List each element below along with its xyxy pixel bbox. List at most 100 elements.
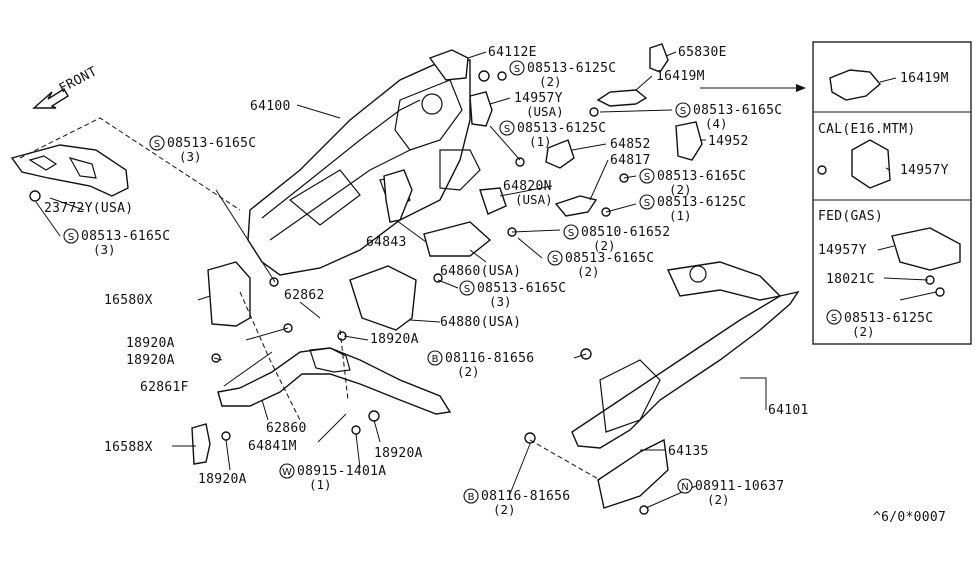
callout-prefix: S: [464, 284, 470, 295]
s-prefix-icon: [459, 280, 475, 296]
w-prefix-icon: [279, 463, 295, 479]
callout-part-number: 08915-1401A: [297, 464, 386, 479]
inset-part-18021C: 18021C: [826, 272, 875, 287]
callout-quantity: (1): [529, 134, 552, 149]
callout-part-number: 08513-6125C: [527, 61, 616, 76]
bracket-14952: [675, 121, 703, 161]
callout-part-number: 08513-6165C: [167, 136, 256, 151]
bracket-64820N: [479, 187, 507, 215]
callout-part-number: 23772Y(USA): [44, 201, 133, 216]
callout-part-number: 08116-81656: [481, 489, 570, 504]
callout-part-number: 64852: [610, 137, 651, 152]
callout-part-number: 16588X: [104, 440, 153, 455]
callout-c64820N: 64820N(USA): [503, 179, 553, 207]
inset-part-14957Y-fed: 14957Y: [818, 243, 867, 258]
bolts: [211, 71, 649, 515]
callout-c64841M: 64841M: [248, 439, 296, 454]
callout-part-number: 64100: [250, 99, 291, 114]
callout-part-number: 18920A: [370, 332, 419, 347]
callout-part-number: 16419M: [656, 69, 705, 84]
bracket-23772Y: [10, 144, 129, 202]
callout-quantity: (3): [489, 294, 512, 309]
callout-quantity: (2): [593, 238, 616, 253]
callout-part-number: 65830E: [678, 45, 727, 60]
callout-part-number: 16580X: [104, 293, 153, 308]
s-prefix-icon: [547, 250, 563, 266]
clip-14957Y: [469, 91, 493, 127]
inset-frame: [812, 41, 972, 345]
callout-c64843: 64843: [366, 235, 406, 250]
callout-part-number: 64817: [610, 153, 651, 168]
callout-prefix: S: [154, 139, 160, 150]
callout-part-number: 08116-81656: [445, 351, 534, 366]
callout-part-number: 14952: [708, 134, 749, 149]
callout-prefix: S: [552, 254, 558, 265]
side-member-64101: [571, 261, 800, 449]
callout-c64100: 64100: [250, 99, 291, 114]
inset-fastener: 08513-6125C: [844, 311, 933, 326]
callout-c16419M: 16419M: [656, 69, 705, 84]
s-prefix-icon: [563, 224, 579, 240]
callout-part-number: 08513-6165C: [657, 169, 746, 184]
callout-c65830E: 65830E: [678, 45, 727, 60]
clip-64817: [554, 195, 598, 217]
callout-part-number: 18920A: [126, 353, 175, 368]
bracket-65830E: [649, 43, 669, 73]
callout-prefix: S: [644, 198, 650, 209]
callout-part-number: 62861F: [140, 380, 189, 395]
callout-c16588X: 16588X: [104, 440, 153, 455]
callout-prefix: S: [514, 64, 520, 75]
callout-c08116_81656_a: B 08116-81656(2): [427, 350, 534, 379]
callout-part-number: 08911-10637: [695, 479, 784, 494]
callout-quantity: (2): [707, 492, 730, 507]
callout-quantity: (3): [179, 149, 202, 164]
callout-part-number: 64860(USA): [440, 264, 521, 279]
callout-prefix: B: [432, 354, 439, 365]
callout-part-number: 18920A: [374, 446, 423, 461]
callout-c64852: 64852: [610, 137, 651, 152]
inset-clip-14957Y-cal: [851, 139, 891, 189]
callout-c08116_81656_b: B 08116-81656(2): [463, 488, 570, 517]
apron-64100: [247, 59, 481, 276]
bracket-64843: [383, 169, 413, 223]
callout-quantity: (2): [457, 364, 480, 379]
callout-market: (USA): [515, 192, 553, 207]
callout-quantity: (1): [669, 208, 692, 223]
callout-part-number: 08510-61652: [581, 225, 670, 240]
inset-title-cal: CAL(E16.MTM): [818, 122, 916, 137]
bracket-16588X: [191, 423, 211, 465]
callout-part-number: 62862: [284, 288, 325, 303]
bracket-64112E: [428, 49, 469, 81]
s-prefix-icon: [826, 309, 842, 325]
callout-c08513_6165C_a: S 08513-6165C(3): [149, 135, 256, 164]
callout-prefix: S: [644, 172, 650, 183]
callout-part-number: 62860: [266, 421, 307, 436]
inset-clip-16419M: [829, 69, 881, 101]
callout-quantity: (1): [309, 477, 332, 492]
arrow-icon: [796, 84, 806, 92]
inset-clip-14957Y-fed: [891, 227, 961, 271]
callout-prefix: S: [68, 232, 74, 243]
callout-part-number: 18920A: [198, 472, 247, 487]
callout-prefix: N: [681, 482, 688, 493]
callout-part-number: 08513-6165C: [693, 103, 782, 118]
plate-64860: [423, 221, 492, 257]
n-prefix-icon: [677, 478, 693, 494]
callout-quantity: (4): [705, 116, 728, 131]
callout-c64817: 64817: [610, 153, 651, 168]
front-label: FRONT: [57, 64, 100, 96]
footer-code: ^6/0*0007: [873, 510, 946, 525]
duct-62860: [217, 347, 452, 415]
callout-quantity: (2): [669, 182, 692, 197]
callout-quantity: (2): [539, 74, 562, 89]
callout-prefix: B: [468, 492, 475, 503]
callout-quantity: (2): [493, 502, 516, 517]
